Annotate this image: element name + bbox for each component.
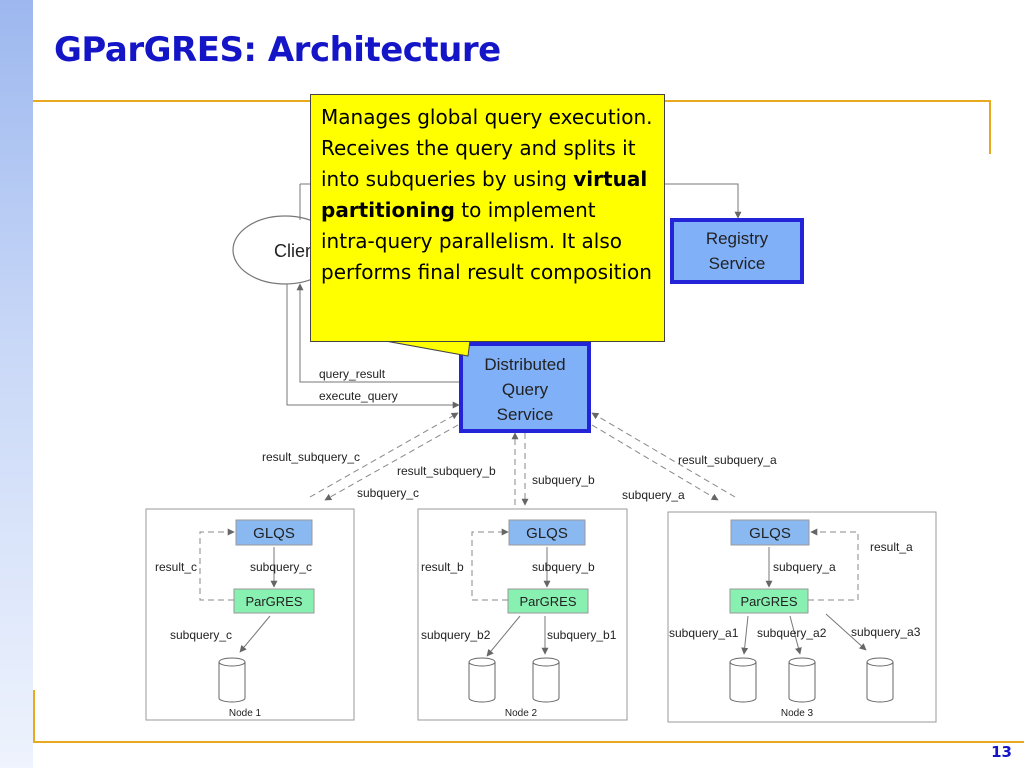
callout-pointer: [379, 339, 471, 357]
registry-line2: Service: [709, 254, 766, 273]
glqs-label: GLQS: [749, 525, 791, 542]
pargres-label: ParGRES: [519, 594, 576, 609]
glqs-box: [730, 519, 810, 546]
result-subquery-a-arrow: [591, 412, 736, 498]
page-number: 13: [991, 743, 1012, 761]
dqs-line3: Service: [497, 405, 554, 424]
dqs-line2: Query: [502, 380, 549, 399]
callout-text: Manages global query execution. Receives…: [321, 105, 653, 191]
result-subquery-b-label: result_subquery_b: [397, 464, 496, 478]
client-label: Client: [274, 241, 320, 261]
db-label: subquery_a2: [757, 626, 827, 640]
sub-label: subquery_b: [532, 560, 595, 574]
registry-line1: Registry: [706, 229, 769, 248]
query-result-path: [296, 283, 459, 383]
node-label: Node 3: [781, 708, 814, 719]
database-icon: [218, 657, 246, 703]
result-label: result_b: [421, 560, 464, 574]
result-subquery-c-label: result_subquery_c: [262, 450, 360, 464]
node-label: Node 2: [505, 708, 538, 719]
top-rule-tick: [989, 100, 991, 154]
pargres-box: [729, 588, 809, 614]
glqs-box: [508, 519, 586, 546]
pargres-label: ParGRES: [740, 594, 797, 609]
database-icon: [468, 657, 496, 703]
bottom-rule: [33, 741, 1024, 743]
glqs-label: GLQS: [253, 525, 295, 542]
slide-title: GParGRES: Architecture: [54, 30, 501, 70]
result-subquery-c-arrow: [309, 412, 459, 498]
dqs-box: [459, 342, 591, 433]
node-2: GLQS ParGRES result_b subquery_b subquer…: [417, 508, 628, 721]
top-rule: [33, 100, 311, 102]
pargres-label: ParGRES: [245, 594, 302, 609]
top-rule-right: [665, 100, 991, 102]
db-label: subquery_b1: [547, 628, 617, 642]
result-label: result_c: [155, 560, 197, 574]
database-icon: [866, 657, 894, 703]
callout-text-end: to implement intra-query parallelism. It…: [321, 198, 652, 284]
registry-service-box: [670, 218, 804, 284]
subquery-a-arrow: [591, 424, 719, 501]
result-subquery-a-label: result_subquery_a: [678, 453, 777, 467]
execute-query-label: execute_query: [319, 389, 398, 403]
subquery-b-label: subquery_b: [532, 473, 595, 487]
sub-label: subquery_c: [250, 560, 312, 574]
subquery-a-label: subquery_a: [622, 488, 685, 502]
bottom-rule-tick: [33, 690, 35, 742]
callout-bold: virtual partitioning: [321, 167, 648, 222]
glqs-label: GLQS: [526, 525, 568, 542]
glqs-box: [235, 519, 313, 546]
left-decor-bar: [0, 0, 33, 768]
database-icon: [788, 657, 816, 703]
pargres-box: [507, 588, 589, 614]
result-label: result_a: [870, 540, 913, 554]
callout-box: Manages global query execution. Receives…: [310, 94, 665, 342]
pargres-box: [233, 588, 315, 614]
db-label: subquery_a3: [851, 625, 921, 639]
node-label: Node 1: [229, 708, 262, 719]
database-icon: [729, 657, 757, 703]
subquery-c-arrow: [324, 424, 459, 501]
node-3: GLQS ParGRES result_a subquery_a subquer…: [667, 511, 937, 723]
node-1: GLQS ParGRES result_c subquery_c subquer…: [145, 508, 355, 721]
sub-label: subquery_a: [773, 560, 836, 574]
dqs-line1: Distributed: [484, 355, 565, 374]
execute-query-path: [286, 284, 460, 409]
subquery-c-label: subquery_c: [357, 486, 419, 500]
query-result-label: query_result: [319, 367, 386, 381]
db-label: subquery_a1: [669, 626, 739, 640]
db-label: subquery_b2: [421, 628, 491, 642]
database-icon: [532, 657, 560, 703]
db-label: subquery_c: [170, 628, 232, 642]
